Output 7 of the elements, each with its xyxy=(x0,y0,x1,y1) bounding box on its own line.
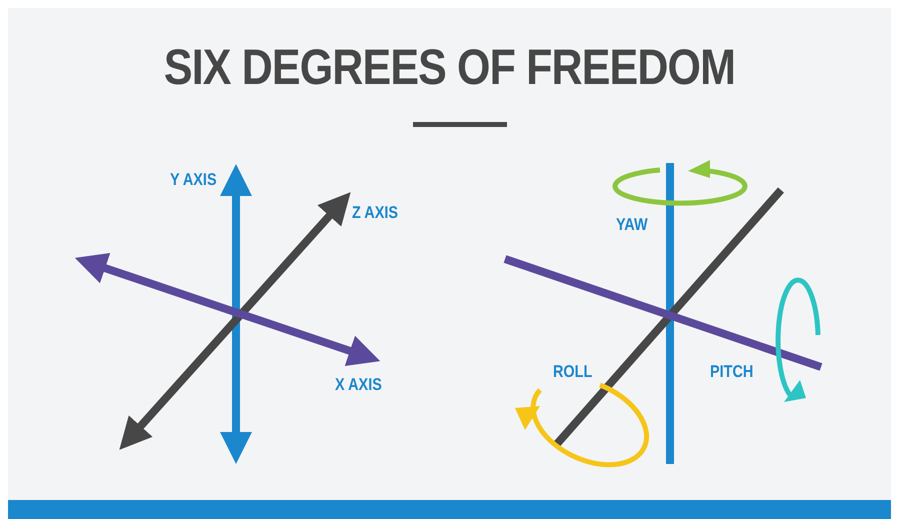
axis-label: PITCH xyxy=(710,362,754,382)
axis-label: Y AXIS xyxy=(170,170,217,190)
axis-label: ROLL xyxy=(553,362,592,382)
title: SIX DEGREES OF FREEDOM xyxy=(162,38,736,96)
axis-label: X AXIS xyxy=(335,375,382,395)
axis-label: YAW xyxy=(616,215,648,235)
axis-label: Z AXIS xyxy=(352,203,398,223)
